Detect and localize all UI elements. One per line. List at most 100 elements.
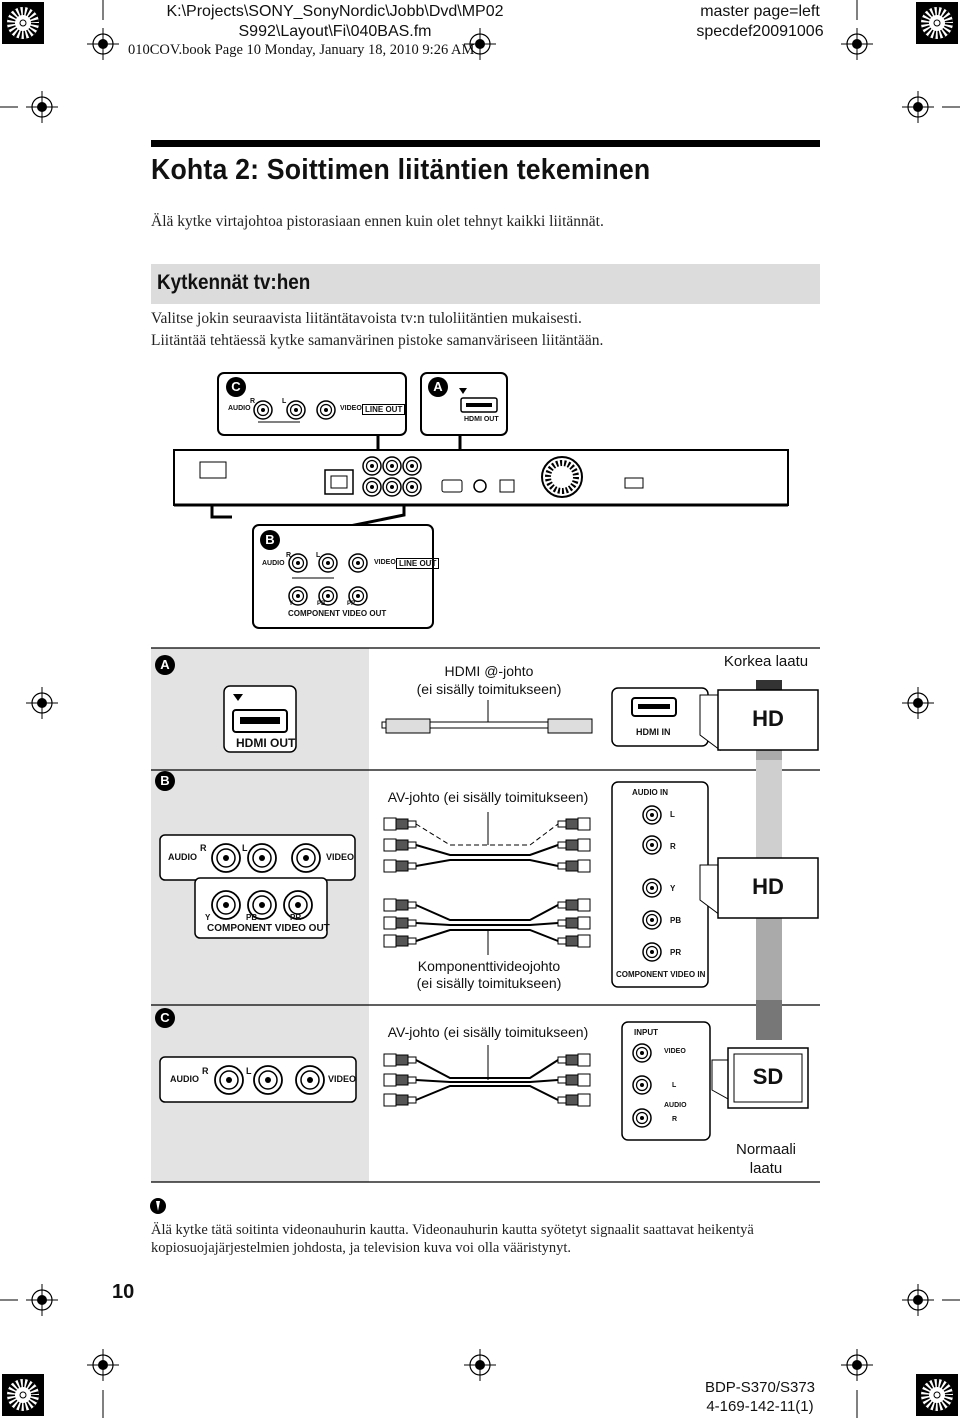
b-top-line-out-label: LINE OUT bbox=[396, 558, 440, 569]
component-cable bbox=[383, 898, 591, 955]
master-line2: specdef20091006 bbox=[696, 23, 824, 40]
row-b-tv-pb-label: PB bbox=[670, 916, 682, 925]
row-b-pr-label: PR bbox=[290, 913, 302, 922]
c-top-r-label: R bbox=[250, 398, 256, 405]
row-b-component-in-label: COMPONENT VIDEO IN bbox=[616, 970, 706, 979]
row-c-video-label: VIDEO bbox=[328, 1074, 357, 1084]
corner-mark-tl-icon bbox=[2, 2, 44, 44]
note-icon bbox=[150, 1198, 166, 1214]
player-rear-panel bbox=[173, 449, 789, 507]
row-b-audio-label: AUDIO bbox=[168, 852, 197, 862]
row-b-tv-panel bbox=[611, 781, 709, 988]
hd-label-bottom: HD bbox=[752, 874, 784, 899]
b-top-component-label: COMPONENT VIDEO OUT bbox=[288, 609, 387, 618]
corner-mark-tr-icon bbox=[916, 2, 958, 44]
row-c-input-label: INPUT bbox=[634, 1028, 658, 1037]
section-heading-bg bbox=[151, 264, 820, 304]
row-b-y-label: Y bbox=[205, 913, 211, 922]
marker-c-row: C bbox=[155, 1008, 175, 1028]
b-top-r-label: R bbox=[286, 552, 292, 559]
row-c-l-label: L bbox=[246, 1066, 252, 1076]
row-c-tv-r-label: R bbox=[672, 1116, 678, 1123]
c-top-video-label: VIDEO bbox=[340, 405, 362, 412]
hd-label-top: HD bbox=[752, 706, 784, 731]
c-top-l-label: L bbox=[282, 398, 287, 405]
row-a-hdmi-in-label: HDMI IN bbox=[636, 727, 671, 737]
note-line2: kopiosuojajärjestelmien johdosta, ja tel… bbox=[151, 1240, 572, 1256]
row-b-player-panel bbox=[159, 834, 356, 939]
b-top-y-label: Y bbox=[289, 601, 294, 607]
normal-quality-label-2: laatu bbox=[749, 1160, 783, 1177]
section-text-line1: Valitse jokin seuraavista liitäntätavois… bbox=[151, 310, 582, 327]
title-rule bbox=[151, 140, 820, 147]
model-footer: BDP-S370/S373 4-169-142-11(1) bbox=[680, 1378, 840, 1416]
component-cable-label-2: (ei sisälly toimitukseen) bbox=[416, 975, 562, 991]
hdmi-cable-label-1: HDMI @-johto bbox=[444, 663, 534, 679]
file-path-line2: S992\Layout\Fi\040BAS.fm bbox=[238, 23, 432, 40]
row-c-tv-video-label: VIDEO bbox=[664, 1048, 686, 1055]
av-cable-b bbox=[383, 812, 591, 873]
section-text-line2: Liitäntää tehtäessä kytke samanvärinen p… bbox=[151, 332, 604, 349]
row-a-hdmi-out-label: HDMI OUT bbox=[236, 736, 296, 750]
tv-hd-bottom-icon bbox=[699, 857, 819, 919]
note-line1: Älä kytke tätä soitinta videonauhurin ka… bbox=[151, 1222, 754, 1238]
high-quality-label: Korkea laatu bbox=[723, 653, 809, 670]
row-c-tv-panel bbox=[621, 1021, 711, 1141]
panel-b-top bbox=[252, 524, 434, 629]
row-b-video-label: VIDEO bbox=[326, 852, 355, 862]
row-b-audio-in-label: AUDIO IN bbox=[632, 788, 668, 797]
page-title: Kohta 2: Soittimen liitäntien tekeminen bbox=[151, 154, 651, 186]
master-line1: master page=left bbox=[700, 3, 820, 20]
row-c-r-label: R bbox=[202, 1066, 209, 1076]
marker-b-top: B bbox=[260, 530, 280, 550]
row-b-r-label: R bbox=[200, 843, 207, 853]
b-top-audio-label: AUDIO bbox=[262, 560, 285, 567]
tv-hd-top-icon bbox=[699, 689, 819, 751]
marker-b-row: B bbox=[155, 771, 175, 791]
marker-a-top: A bbox=[428, 377, 448, 397]
row-c-tv-l-label: L bbox=[672, 1082, 677, 1089]
row-a-hdmi-out-panel bbox=[223, 685, 297, 753]
corner-mark-bl-icon bbox=[2, 1374, 44, 1416]
tv-sd-icon bbox=[711, 1047, 809, 1109]
hdmi-cable-label-2: (ei sisälly toimitukseen) bbox=[416, 681, 562, 697]
corner-mark-br-icon bbox=[916, 1374, 958, 1416]
a-top-hdmi-out-label: HDMI OUT bbox=[464, 416, 499, 423]
av-cable-c-label: AV-johto (ei sisälly toimitukseen) bbox=[387, 1024, 589, 1040]
file-path-header: K:\Projects\SONY_SonyNordic\Jobb\Dvd\MP0… bbox=[155, 2, 515, 42]
b-top-pr-label: PR bbox=[347, 601, 356, 607]
component-cable-label-1: Komponenttivideojohto bbox=[417, 958, 561, 974]
row-b-tv-l-label: L bbox=[670, 810, 675, 819]
row-c-audio-label: AUDIO bbox=[170, 1074, 199, 1084]
section-heading: Kytkennät tv:hen bbox=[157, 271, 311, 294]
av-cable-c bbox=[383, 1045, 591, 1107]
row-b-tv-y-label: Y bbox=[670, 884, 676, 893]
row-c-tv-audio-label: AUDIO bbox=[664, 1102, 687, 1109]
row-b-pb-label: PB bbox=[246, 913, 258, 922]
c-top-line-out-label: LINE OUT bbox=[362, 404, 406, 415]
master-page-header: master page=left specdef20091006 bbox=[680, 2, 840, 42]
sd-label: SD bbox=[752, 1064, 784, 1089]
row-b-tv-pr-label: PR bbox=[670, 948, 682, 957]
marker-c-top: C bbox=[226, 377, 246, 397]
c-top-audio-label: AUDIO bbox=[228, 405, 251, 412]
normal-quality-label-1: Normaali bbox=[735, 1141, 796, 1158]
row-c-player-panel bbox=[159, 1056, 357, 1103]
row-b-component-out-label: COMPONENT VIDEO OUT bbox=[207, 923, 330, 934]
b-top-l-label: L bbox=[316, 552, 321, 559]
hdmi-cable bbox=[381, 700, 593, 734]
page-number: 10 bbox=[112, 1281, 135, 1303]
intro-text: Älä kytke virtajohtoa pistorasiaan ennen… bbox=[151, 213, 604, 230]
file-path-line1: K:\Projects\SONY_SonyNordic\Jobb\Dvd\MP0… bbox=[166, 3, 504, 20]
b-top-video-label: VIDEO bbox=[374, 559, 396, 566]
model-code: 4-169-142-11(1) bbox=[706, 1398, 814, 1415]
book-info: 010COV.book Page 10 Monday, January 18, … bbox=[128, 42, 475, 58]
panel-c-top bbox=[217, 372, 407, 436]
row-b-tv-r-label: R bbox=[670, 842, 676, 851]
row-a-hdmi-in-panel bbox=[611, 687, 709, 747]
row-b-l-label: L bbox=[242, 843, 248, 853]
model-name: BDP-S370/S373 bbox=[704, 1379, 816, 1396]
marker-a-row: A bbox=[155, 655, 175, 675]
